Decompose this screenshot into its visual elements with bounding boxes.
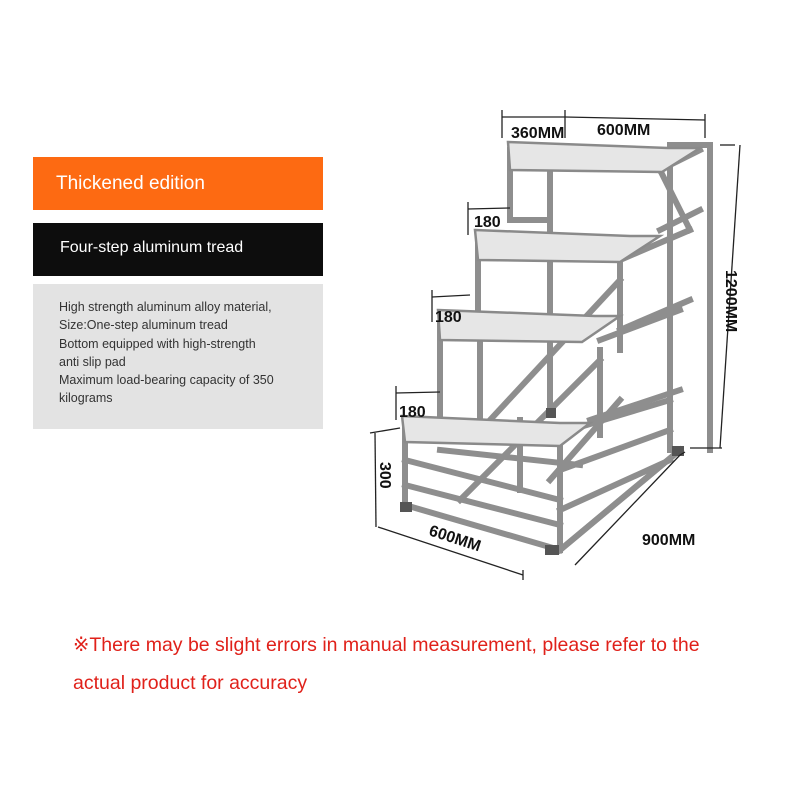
step-rise-label-1: 180 <box>474 214 501 231</box>
height-label: 1200MM <box>722 270 739 332</box>
edition-label: Thickened edition <box>56 173 205 194</box>
spec-line: anti slip pad <box>59 354 126 369</box>
top-width-label: 600MM <box>597 122 650 139</box>
model-banner: Four-step aluminum tread <box>33 223 323 276</box>
spec-line: Maximum load-bearing capacity of 350 <box>59 373 274 388</box>
step-ladder-drawing: 360MM 600MM 1200MM 180 180 180 300 600MM… <box>369 110 741 580</box>
bottom-height-label: 300 <box>376 462 393 489</box>
spec-line: Size:One-step aluminum tread <box>59 318 228 333</box>
spec-line: Bottom equipped with high-strength <box>59 336 256 351</box>
top-depth-label: 360MM <box>511 125 564 142</box>
edition-banner: Thickened edition <box>33 157 323 210</box>
step-rise-label-2: 180 <box>435 309 462 326</box>
measurement-note: ※There may be slight errors in manual me… <box>73 634 700 694</box>
base-depth-label: 900MM <box>642 532 695 549</box>
spec-list: High strength aluminum alloy material, S… <box>33 284 323 429</box>
spec-line: High strength aluminum alloy material, <box>59 300 272 314</box>
spec-line: kilograms <box>59 391 113 406</box>
step-ladder-diagram: 360MM 600MM 1200MM 180 180 180 300 600MM… <box>350 90 790 590</box>
model-label: Four-step aluminum tread <box>60 239 244 256</box>
step-rise-label-3: 180 <box>399 404 426 421</box>
